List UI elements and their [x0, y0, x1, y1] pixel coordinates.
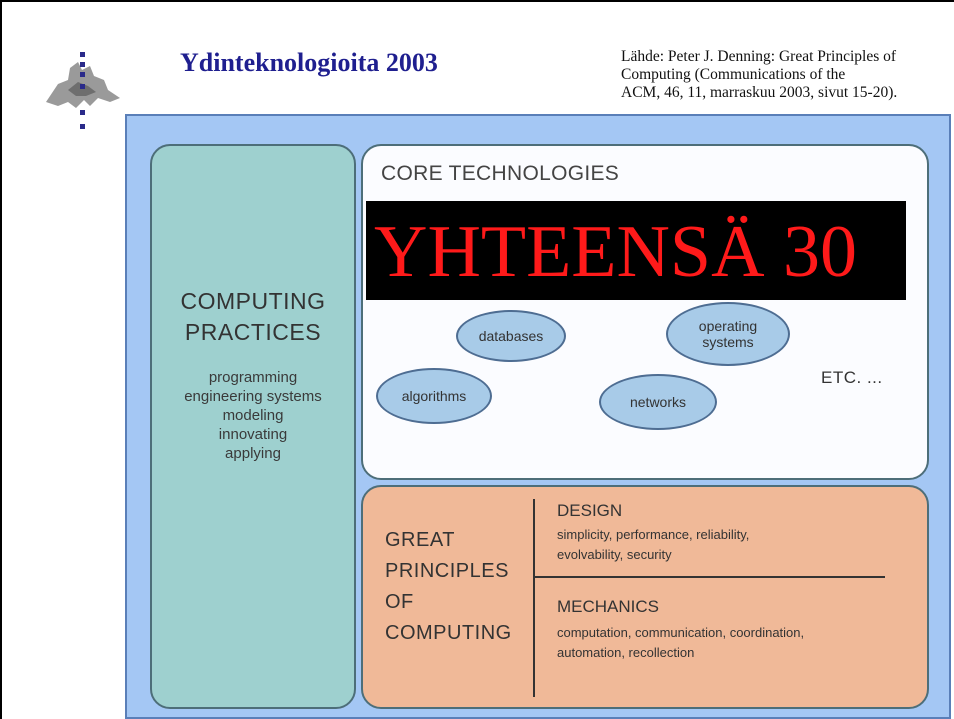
principles-title-line: OF	[385, 591, 414, 613]
principles-title-line: PRINCIPLES	[385, 560, 509, 582]
mechanics-text: computation, communication, coordination…	[557, 623, 897, 663]
vertical-divider	[533, 499, 535, 697]
principles-title-line: GREAT	[385, 529, 455, 551]
principles-title-line: COMPUTING	[385, 622, 512, 644]
bubble-networks: networks	[599, 374, 717, 430]
design-title: DESIGN	[557, 501, 623, 520]
practices-title-line: PRACTICES	[184, 319, 322, 345]
practice-item: modeling	[222, 407, 284, 424]
practice-item: applying	[225, 445, 281, 462]
source-citation: Lähde: Peter J. Denning: Great Principle…	[621, 48, 951, 102]
bubble-databases: databases	[456, 310, 566, 362]
bubble-operating-systems: operating systems	[666, 302, 790, 366]
source-line: Computing (Communications of the	[621, 66, 846, 83]
computing-diagram: COMPUTING PRACTICES programming engineer…	[125, 114, 951, 719]
source-line: ACM, 46, 11, marraskuu 2003, sivut 15-20…	[621, 84, 898, 101]
practices-list: programming engineering systems modeling…	[152, 368, 354, 463]
computing-practices-panel: COMPUTING PRACTICES programming engineer…	[150, 144, 356, 709]
great-principles-panel: GREAT PRINCIPLES OF COMPUTING DESIGN sim…	[361, 485, 929, 709]
total-overlay-banner: YHTEENSÄ 30	[366, 201, 906, 300]
mechanics-text-line: automation, recollection	[557, 645, 695, 660]
total-overlay-text: YHTEENSÄ 30	[374, 211, 858, 293]
practice-item: programming	[208, 369, 298, 386]
core-technologies-panel: CORE TECHNOLOGIES databases operating sy…	[361, 144, 929, 480]
design-text: simplicity, performance, reliability, ev…	[557, 525, 897, 565]
design-text-line: evolvability, security	[557, 547, 672, 562]
mechanics-title: MECHANICS	[557, 597, 660, 616]
source-line: Lähde: Peter J. Denning: Great Principle…	[621, 48, 897, 65]
horizontal-divider	[535, 576, 885, 578]
slide-title: Ydinteknologioita 2003	[180, 48, 438, 77]
slide-border-left	[0, 0, 2, 719]
design-text-line: simplicity, performance, reliability,	[557, 527, 750, 542]
core-technologies-title: CORE TECHNOLOGIES	[381, 162, 620, 185]
mechanics-text-line: computation, communication, coordination…	[557, 625, 805, 640]
slide-border-top	[0, 0, 954, 2]
practice-item: innovating	[218, 426, 288, 443]
etc-label: ETC. ...	[821, 368, 883, 387]
university-helsinki-logo-icon	[38, 40, 128, 135]
great-principles-title: GREAT PRINCIPLES OF COMPUTING	[385, 525, 512, 649]
practices-title: COMPUTING PRACTICES	[152, 286, 354, 348]
bubble-algorithms: algorithms	[376, 368, 492, 424]
practice-item: engineering systems	[184, 388, 322, 405]
practices-title-line: COMPUTING	[180, 288, 326, 314]
